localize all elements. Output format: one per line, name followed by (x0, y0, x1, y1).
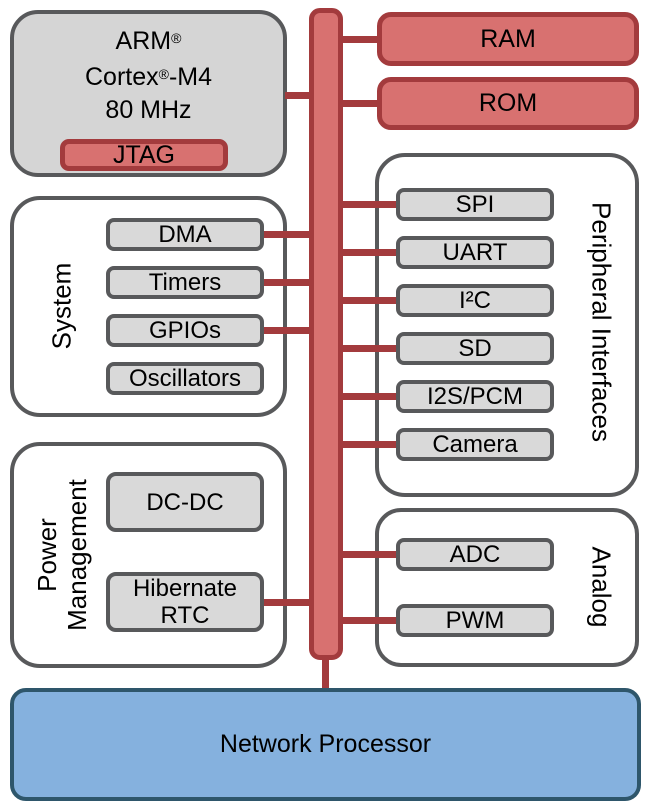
power-title-line1: Power (32, 518, 62, 592)
connector-uart (339, 249, 399, 256)
connector-hibernate-rtc (262, 599, 313, 606)
rom-label: ROM (478, 89, 538, 117)
hibernate-label-line1: Hibernate (132, 575, 238, 602)
bus-to-network-link (322, 656, 329, 690)
spi-block: SPI (396, 188, 554, 221)
sd-label: SD (458, 335, 492, 362)
gpios-block: GPIOs (106, 314, 264, 347)
connector-sd (339, 345, 399, 352)
dcdc-block: DC-DC (106, 472, 264, 532)
hibernate-rtc-block: Hibernate RTC (106, 572, 264, 632)
connector-rom (339, 100, 381, 107)
registered-mark: ® (171, 30, 182, 46)
connector-pwm (339, 617, 399, 624)
network-processor-label: Network Processor (219, 730, 432, 758)
adc-block: ADC (396, 538, 554, 571)
cpu-label: ARM® Cortex®-M4 80 MHz (10, 22, 287, 127)
connector-adc (339, 551, 399, 558)
hibernate-label-line2: RTC (160, 602, 210, 629)
analog-group (375, 508, 639, 667)
power-title-line2: Management (62, 479, 92, 631)
i2c-label: I²C (459, 287, 491, 314)
pwm-label: PWM (445, 607, 505, 634)
connector-camera (339, 441, 399, 448)
gpios-label: GPIOs (148, 317, 221, 344)
registered-mark: ® (158, 66, 169, 82)
sd-block: SD (396, 332, 554, 365)
timers-label: Timers (148, 269, 222, 296)
camera-block: Camera (396, 428, 554, 461)
connector-i2s-pcm (339, 393, 399, 400)
uart-block: UART (396, 236, 554, 269)
connector-cpu (285, 92, 313, 99)
pwm-block: PWM (396, 604, 554, 637)
connector-gpios (262, 327, 313, 334)
network-processor-block: Network Processor (10, 688, 641, 801)
adc-label: ADC (449, 541, 501, 568)
connector-i2c (339, 297, 399, 304)
dma-label: DMA (158, 221, 212, 248)
dcdc-label: DC-DC (146, 488, 224, 516)
connector-ram (339, 36, 381, 43)
cpu-label-line1: ARM® (115, 27, 182, 55)
cpu-label-line2: Cortex®-M4 (84, 63, 213, 91)
i2s-pcm-block: I2S/PCM (396, 380, 554, 413)
uart-label: UART (442, 239, 508, 266)
system-group-title: System (46, 262, 77, 350)
oscillators-block: Oscillators (106, 362, 264, 395)
peripheral-group-title: Peripheral Interfaces (586, 202, 617, 442)
camera-label: Camera (432, 431, 518, 458)
timers-block: Timers (106, 266, 264, 299)
jtag-block: JTAG (60, 139, 228, 171)
connector-timers (262, 279, 313, 286)
ram-label: RAM (480, 24, 536, 53)
system-bus (309, 8, 343, 660)
i2s-pcm-label: I2S/PCM (426, 383, 524, 410)
spi-label: SPI (455, 191, 495, 218)
connector-dma (262, 231, 313, 238)
jtag-label: JTAG (112, 140, 176, 169)
connector-spi (339, 201, 399, 208)
ram-block: RAM (377, 12, 639, 66)
dma-block: DMA (106, 218, 264, 251)
power-group-title: Power Management (32, 479, 92, 631)
cpu-label-line3: 80 MHz (105, 96, 192, 124)
oscillators-label: Oscillators (128, 365, 242, 392)
analog-group-title: Analog (586, 546, 617, 628)
rom-block: ROM (377, 77, 639, 130)
i2c-block: I²C (396, 284, 554, 317)
